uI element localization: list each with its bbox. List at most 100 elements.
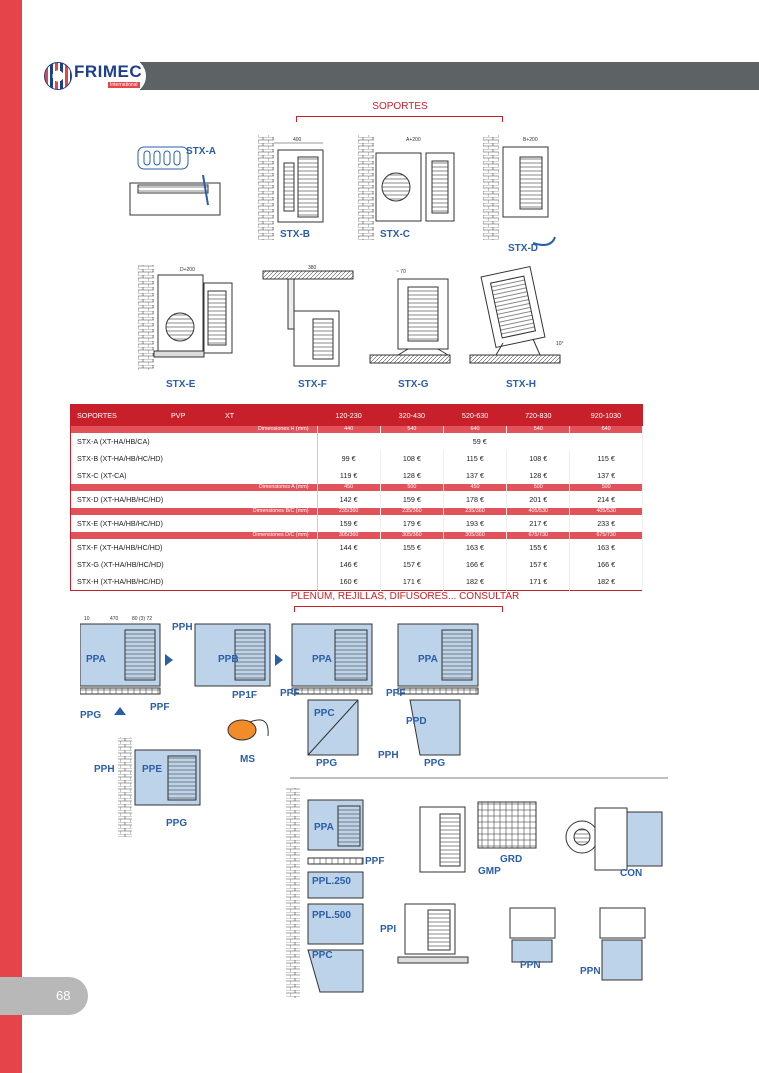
svg-text:GRD: GRD — [500, 854, 522, 865]
svg-text:PPG: PPG — [80, 710, 101, 721]
table-row: STX-H (XT-HA/HB/HC/HD) 160 € 171 € 182 €… — [70, 573, 643, 591]
svg-text:D+200: D+200 — [180, 267, 195, 273]
svg-text:PPC: PPC — [314, 708, 335, 719]
svg-text:PPF: PPF — [365, 856, 384, 867]
svg-text:10: 10 — [84, 616, 90, 622]
ppa-box-3 — [397, 623, 479, 695]
ppi-group — [397, 903, 469, 964]
frimec-logo-icon — [44, 62, 72, 90]
svg-text:80 (3) 72: 80 (3) 72 — [132, 616, 152, 622]
svg-text:MS: MS — [240, 754, 255, 765]
svg-text:PPA: PPA — [86, 654, 106, 665]
svg-text:10°: 10° — [556, 341, 564, 347]
dim-h-label: Dimensiones H (mm) — [70, 426, 318, 433]
svg-text:PPI: PPI — [380, 924, 396, 935]
svg-text:PPF: PPF — [280, 688, 299, 699]
ppa-stack — [286, 788, 364, 998]
stx-d-label: STX-D — [508, 243, 538, 254]
stx-h-label: STX-H — [506, 379, 536, 390]
svg-text:GMP: GMP — [478, 866, 501, 877]
stx-c-diagram — [358, 135, 455, 240]
con-group — [565, 807, 663, 871]
page-number: 68 — [56, 988, 71, 1003]
svg-text:~ 70: ~ 70 — [396, 269, 406, 275]
stx-c-label: STX-C — [380, 229, 410, 240]
svg-text:A+200: A+200 — [406, 137, 421, 143]
svg-text:CON: CON — [620, 868, 642, 879]
ppe-box — [118, 737, 201, 837]
stx-a-diagram — [129, 146, 221, 216]
soportes-diagrams: STX-A 400 STX-B A+200 STX-C B+200 STX-D … — [129, 135, 564, 390]
svg-text:PPH: PPH — [378, 750, 399, 761]
page-number-tab — [0, 977, 88, 1015]
ppn-group-2 — [599, 907, 646, 981]
dim-row-dc: Dimensiones D/C (mm) 305/360 305/360 305… — [70, 532, 643, 539]
section-title-plenum: PLENUM, REJILLAS, DIFUSORES... CONSULTAR — [290, 591, 520, 602]
section2-bracket — [294, 606, 503, 612]
svg-text:470: 470 — [110, 616, 119, 622]
dim-row-bc: Dimensiones B/C (mm) 235/360 235/360 235… — [70, 508, 643, 515]
accessories-diagrams: PPA 470 80 (3) 72 10 PPH PPB PP1F PPA PP… — [80, 616, 668, 998]
ppc-box — [307, 699, 359, 756]
table-row: STX-A (XT-HA/HB/CA) 59 € — [70, 433, 643, 450]
svg-text:PPN: PPN — [580, 966, 601, 977]
stx-f-label: STX-F — [298, 379, 327, 390]
ppa-box-2 — [291, 623, 373, 695]
svg-text:PPA: PPA — [418, 654, 438, 665]
table-row: STX-D (XT-HA/HB/HC/HD) 142 € 159 € 178 €… — [70, 491, 643, 508]
ms-controller — [227, 719, 269, 741]
svg-text:PPC: PPC — [312, 950, 333, 961]
section-title-soportes: SOPORTES — [372, 101, 428, 112]
svg-text:PPL.250: PPL.250 — [312, 876, 351, 887]
table-row: STX-F (XT-HA/HB/HC/HD) 144 € 155 € 163 €… — [70, 539, 643, 556]
stx-b-label: STX-B — [280, 229, 310, 240]
stx-h-diagram — [469, 265, 561, 364]
svg-text:PP1F: PP1F — [232, 690, 257, 701]
svg-text:PPB: PPB — [218, 654, 239, 665]
svg-text:PPH: PPH — [94, 764, 115, 775]
stx-f-diagram — [262, 270, 354, 367]
brand-sub: International — [108, 82, 140, 88]
svg-text:PPF: PPF — [150, 702, 169, 713]
svg-text:PPG: PPG — [316, 758, 337, 769]
header-col-2: 320-430 — [380, 404, 444, 426]
soportes-price-table: SOPORTES PVP XT 120-230 320-430 520-630 … — [70, 404, 643, 591]
table-row: STX-E (XT-HA/HB/HC/HD) 159 € 179 € 193 €… — [70, 515, 643, 532]
stx-b-diagram — [258, 135, 324, 240]
section-bracket — [296, 116, 503, 122]
svg-text:PPG: PPG — [166, 818, 187, 829]
left-red-band — [0, 0, 22, 1073]
svg-text:PPH: PPH — [172, 622, 193, 633]
header-col-5: 920-1030 — [569, 404, 643, 426]
stx-d-diagram — [483, 135, 556, 246]
ppa-box-1 — [80, 623, 161, 687]
header-col-3: 520-630 — [443, 404, 507, 426]
stx-e-label: STX-E — [166, 379, 196, 390]
ppn-group-1 — [509, 907, 556, 963]
table-row: STX-B (XT-HA/HB/HC/HD) 99 € 108 € 115 € … — [70, 450, 643, 467]
svg-text:PPF: PPF — [386, 688, 405, 699]
header-soportes: SOPORTES — [70, 404, 169, 426]
svg-text:B+200: B+200 — [523, 137, 538, 143]
stx-a-label: STX-A — [186, 146, 216, 157]
header-xt: XT — [223, 404, 317, 426]
svg-text:PPA: PPA — [312, 654, 332, 665]
svg-text:PPA: PPA — [314, 822, 334, 833]
table-row: STX-G (XT-HA/HB/HC/HD) 146 € 157 € 166 €… — [70, 556, 643, 573]
stx-g-diagram — [369, 278, 451, 364]
svg-text:PPE: PPE — [142, 764, 162, 775]
svg-text:400: 400 — [293, 137, 302, 143]
svg-text:PPG: PPG — [424, 758, 445, 769]
header-col-4: 720-830 — [506, 404, 570, 426]
svg-text:380: 380 — [308, 265, 317, 271]
ppb-box — [194, 623, 271, 687]
grd-gmp-group — [419, 801, 537, 873]
brand-name: FRIMEC — [74, 62, 143, 81]
header-pvp: PVP — [169, 404, 223, 426]
header-col-1: 120-230 — [317, 404, 381, 426]
stx-e-diagram — [138, 265, 233, 370]
svg-text:PPL.500: PPL.500 — [312, 910, 351, 921]
dim-row-a: Dimensiones A (mm) 450 500 450 500 500 — [70, 484, 643, 491]
table-row: STX-C (XT-CA) 119 € 128 € 137 € 128 € 13… — [70, 467, 643, 484]
stx-g-label: STX-G — [398, 379, 429, 390]
